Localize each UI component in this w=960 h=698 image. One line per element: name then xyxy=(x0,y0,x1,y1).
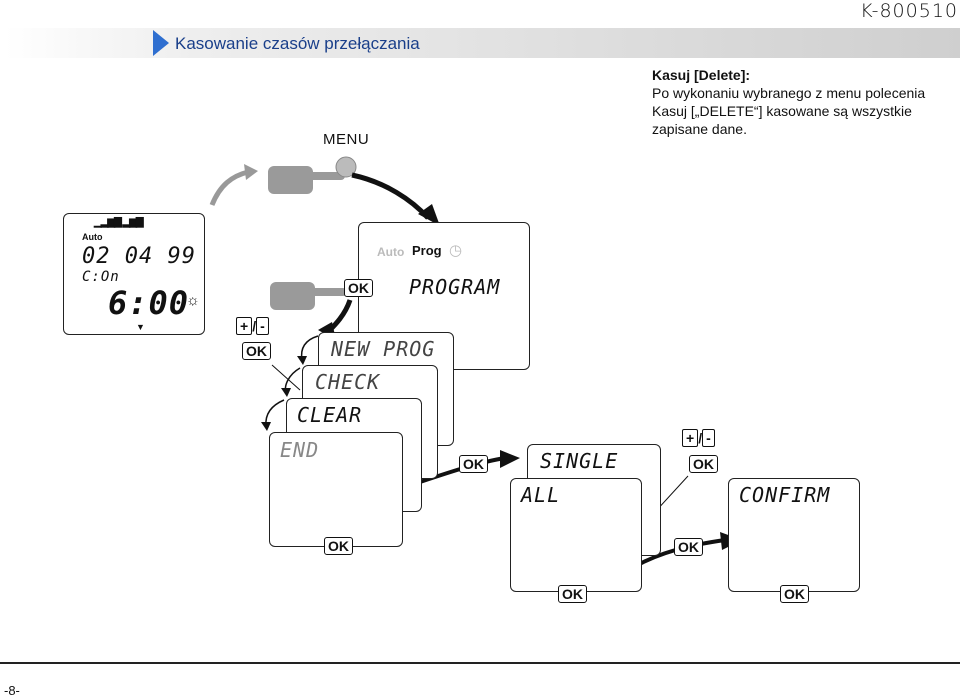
footer-line xyxy=(0,662,960,664)
minus-button-right[interactable]: - xyxy=(702,429,715,447)
time-readout: 6:00 xyxy=(108,284,190,322)
model-number: K-800510 xyxy=(860,0,958,22)
check-text: CHECK xyxy=(315,370,381,394)
ok-button-confirm-go[interactable]: OK xyxy=(674,538,703,556)
plus-minus-control[interactable]: +/- xyxy=(236,317,269,335)
description-line-2: Kasuj [„DELETE“] kasowane są wszystkie xyxy=(652,103,912,119)
program-text: PROGRAM xyxy=(409,275,501,299)
page-number: -8- xyxy=(4,683,20,698)
clock-icon: ◷ xyxy=(449,242,463,259)
sun-icon: ☼ xyxy=(186,292,200,309)
description-line-3: zapisane dane. xyxy=(652,121,747,137)
description-heading: Kasuj [Delete]: xyxy=(652,67,751,83)
menu-screen-end: END xyxy=(269,432,403,547)
ok-button-confirm[interactable]: OK xyxy=(780,585,809,603)
auto-indicator: Auto xyxy=(82,232,103,242)
ok-button-all[interactable]: OK xyxy=(558,585,587,603)
description-line-1: Po wykonaniu wybranego z menu polecenia xyxy=(652,85,926,101)
ok-button-left[interactable]: OK xyxy=(242,342,271,360)
auto-indicator-dim: Auto xyxy=(377,245,405,259)
main-display: ▁▂▆▇ ▂▆▇ Auto 02 04 99 C:On 6:00 ☼ ▼ xyxy=(63,213,205,335)
end-text: END xyxy=(280,438,320,462)
new-prog-text: NEW PROG xyxy=(331,337,436,361)
prog-indicator: Prog xyxy=(412,243,442,258)
ok-button-end[interactable]: OK xyxy=(324,537,353,555)
single-text: SINGLE xyxy=(540,449,619,473)
page-title: Kasowanie czasów przełączania xyxy=(175,34,420,53)
signal-bars-icon: ▁▂▆▇ ▂▆▇ xyxy=(94,217,144,228)
ok-button-prog[interactable]: OK xyxy=(344,279,373,297)
arrow-head-icon xyxy=(244,164,258,180)
ok-button-clear[interactable]: OK xyxy=(459,455,488,473)
triangle-icon: ▼ xyxy=(136,322,145,332)
slash-right: / xyxy=(698,430,703,446)
plus-minus-control-right[interactable]: +/- xyxy=(682,429,715,447)
confirm-text: CONFIRM xyxy=(739,483,831,507)
slash: / xyxy=(252,318,257,334)
plus-button[interactable]: + xyxy=(236,317,253,335)
confirm-screen: CONFIRM xyxy=(728,478,860,592)
description: Kasuj [Delete]: Po wykonaniu wybranego z… xyxy=(652,66,925,138)
menu-label: MENU xyxy=(323,131,370,148)
minus-button[interactable]: - xyxy=(256,317,269,335)
delete-screen-all: ALL xyxy=(510,478,642,592)
program-readout: C:On xyxy=(82,269,120,285)
plus-button-right[interactable]: + xyxy=(682,429,699,447)
date-readout: 02 04 99 xyxy=(82,244,196,269)
header-arrow-icon xyxy=(153,30,169,56)
curved-arrow-icon xyxy=(209,169,249,206)
hand-pointer-icon xyxy=(268,156,357,194)
ok-button-right[interactable]: OK xyxy=(689,455,718,473)
clear-text: CLEAR xyxy=(297,403,363,427)
black-arrow-icon xyxy=(351,172,430,220)
all-text: ALL xyxy=(521,483,561,507)
hand-pointer-icon-2 xyxy=(270,282,347,310)
